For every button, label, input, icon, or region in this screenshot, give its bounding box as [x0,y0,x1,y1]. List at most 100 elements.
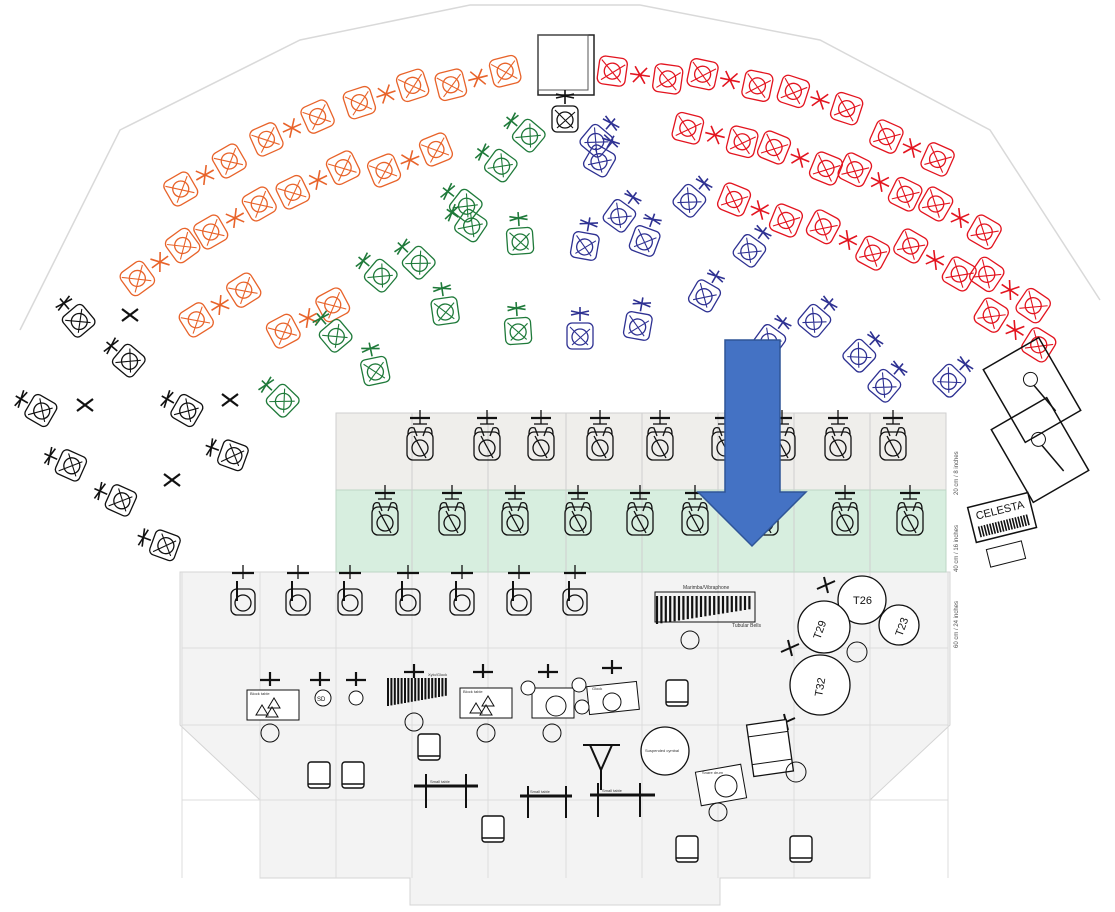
navy-seat-9-stand [774,314,792,330]
green-seat-1-stand [474,143,490,161]
red-desk-7-arms-right [970,217,999,246]
red-desk-11 [969,256,1051,324]
empty-chair-1 [341,761,365,789]
red-desk-1-chair-right [741,69,774,102]
left-stand-0 [121,308,139,322]
red-desk-0 [596,55,684,95]
green-seat-4 [505,212,535,256]
percussion-stand-3 [404,664,424,678]
orange-desk-1-stand [376,84,396,104]
red-desk-12-chair-left [973,297,1009,333]
navy-seat-14-arms [587,147,612,173]
timpani-29 [797,600,851,654]
glock-table [586,680,640,716]
floor-seat-5-head [510,594,528,612]
green-riser-seat-2 [501,485,529,536]
left-seat-0-stand [55,295,73,311]
green-seat-0 [503,112,546,153]
green-seat-8-arms [322,323,348,348]
upper-riser-seat-3 [586,410,614,461]
glock-set: Glock [520,677,640,743]
orange-desk-4-arms-right [420,137,450,163]
red-desk-12-chair-right [1021,327,1057,363]
left-stand-2 [221,393,239,407]
floor-seat-0-chair [230,588,256,616]
green-riser-seat-8-head [901,514,919,532]
red-desk-10-stand [925,249,945,271]
green-seat-5-stand [507,302,526,317]
red-desk-3-chair-left [869,119,904,154]
upper-riser-seat-1-head [478,439,496,457]
green-seat-0-arms [515,123,541,148]
green-seat-4-head [511,233,529,251]
left-seat-2-head [33,402,51,420]
conductor-podium [537,34,595,96]
drum-a [520,680,536,696]
green-seat-7-head [366,363,385,381]
green-seat-0-stand [503,112,519,130]
orange-desk-0-head-right [496,62,514,80]
navy-seat-2-chair [569,231,600,261]
green-seat-7-stand [361,342,380,357]
navy-seat-7-arms [692,282,717,308]
green-seat-1 [474,143,518,183]
left-seat-5-head [225,447,243,465]
orange-desk-6-chair-left [193,214,229,250]
upper-riser-seat-0 [406,410,434,461]
left-seat-5 [205,438,249,472]
left-seat-4-chair [54,449,88,482]
orange-desk-4-head-left [375,161,393,180]
upper-riser-seat-8-head [884,439,902,457]
navy-seat-14 [582,134,621,178]
green-seat-3 [394,238,436,280]
green-seat-1-head [492,157,511,175]
green-riser-seat-5-chair [681,506,709,536]
orange-desk-0-arms-left [436,73,464,98]
left-seat-6 [93,481,138,517]
block-table-1-triangle-b [267,697,281,709]
green-seat-1-chair [483,148,518,183]
red-desk-8 [716,182,804,238]
navy-seat-7-chair [687,279,722,313]
stand-table-3-label: Small table [602,788,623,793]
red-desk-2 [776,74,864,126]
orange-desk-1-head-right [403,76,422,94]
red-desk-2-head-right [837,100,856,118]
red-desk-3-stand [902,138,922,158]
green-riser-seat-3-chair [564,506,592,536]
drum-c [574,699,590,715]
percussion-stand-2 [346,672,366,686]
green-riser-seat-0-chair [371,506,399,536]
green-seat-11-chair [454,208,488,243]
orange-desk-5-head-left [284,183,302,201]
red-desk-8-arms-left [720,185,749,213]
orange-desk-1-head-left [350,94,369,112]
green-seat-7 [360,342,391,387]
floor-seat-5-chair [506,588,532,616]
green-riser-seat-3-arms [565,501,591,512]
navy-seat-6-stand [695,175,713,191]
riser-grid [411,413,871,572]
green-seat-6-head [436,303,454,321]
red-desk-5-stand [790,148,810,168]
green-seat-5-arms [507,322,528,341]
red-desk-6-arms-left [841,155,870,184]
left-seat-2-arms [27,398,53,423]
green-riser-seat-8 [896,485,924,536]
orange-desk-5-chair-left [275,174,311,210]
orange-desk-9-head-left [274,322,292,340]
orange-desk-2-chair-right [300,99,335,134]
orange-desk-2-head-left [257,130,276,149]
orange-desk-5-head-right [334,159,352,177]
left-seat-2-chair [24,393,58,428]
navy-seat-5-chair [622,311,653,341]
red-desk-3-head-left [877,127,896,146]
upper-riser-seat-4-head [651,439,669,457]
orange-desk-1-arms-right [397,73,426,99]
orange-desk-5-arms-right [327,155,357,182]
left-seat-4-arms [58,453,83,477]
red-desk-1-chair-left [686,58,719,91]
left-seat-7-stand [137,528,152,547]
red-desk-5-chair-right [808,151,844,186]
orange-desk-4-arms-left [368,158,398,184]
